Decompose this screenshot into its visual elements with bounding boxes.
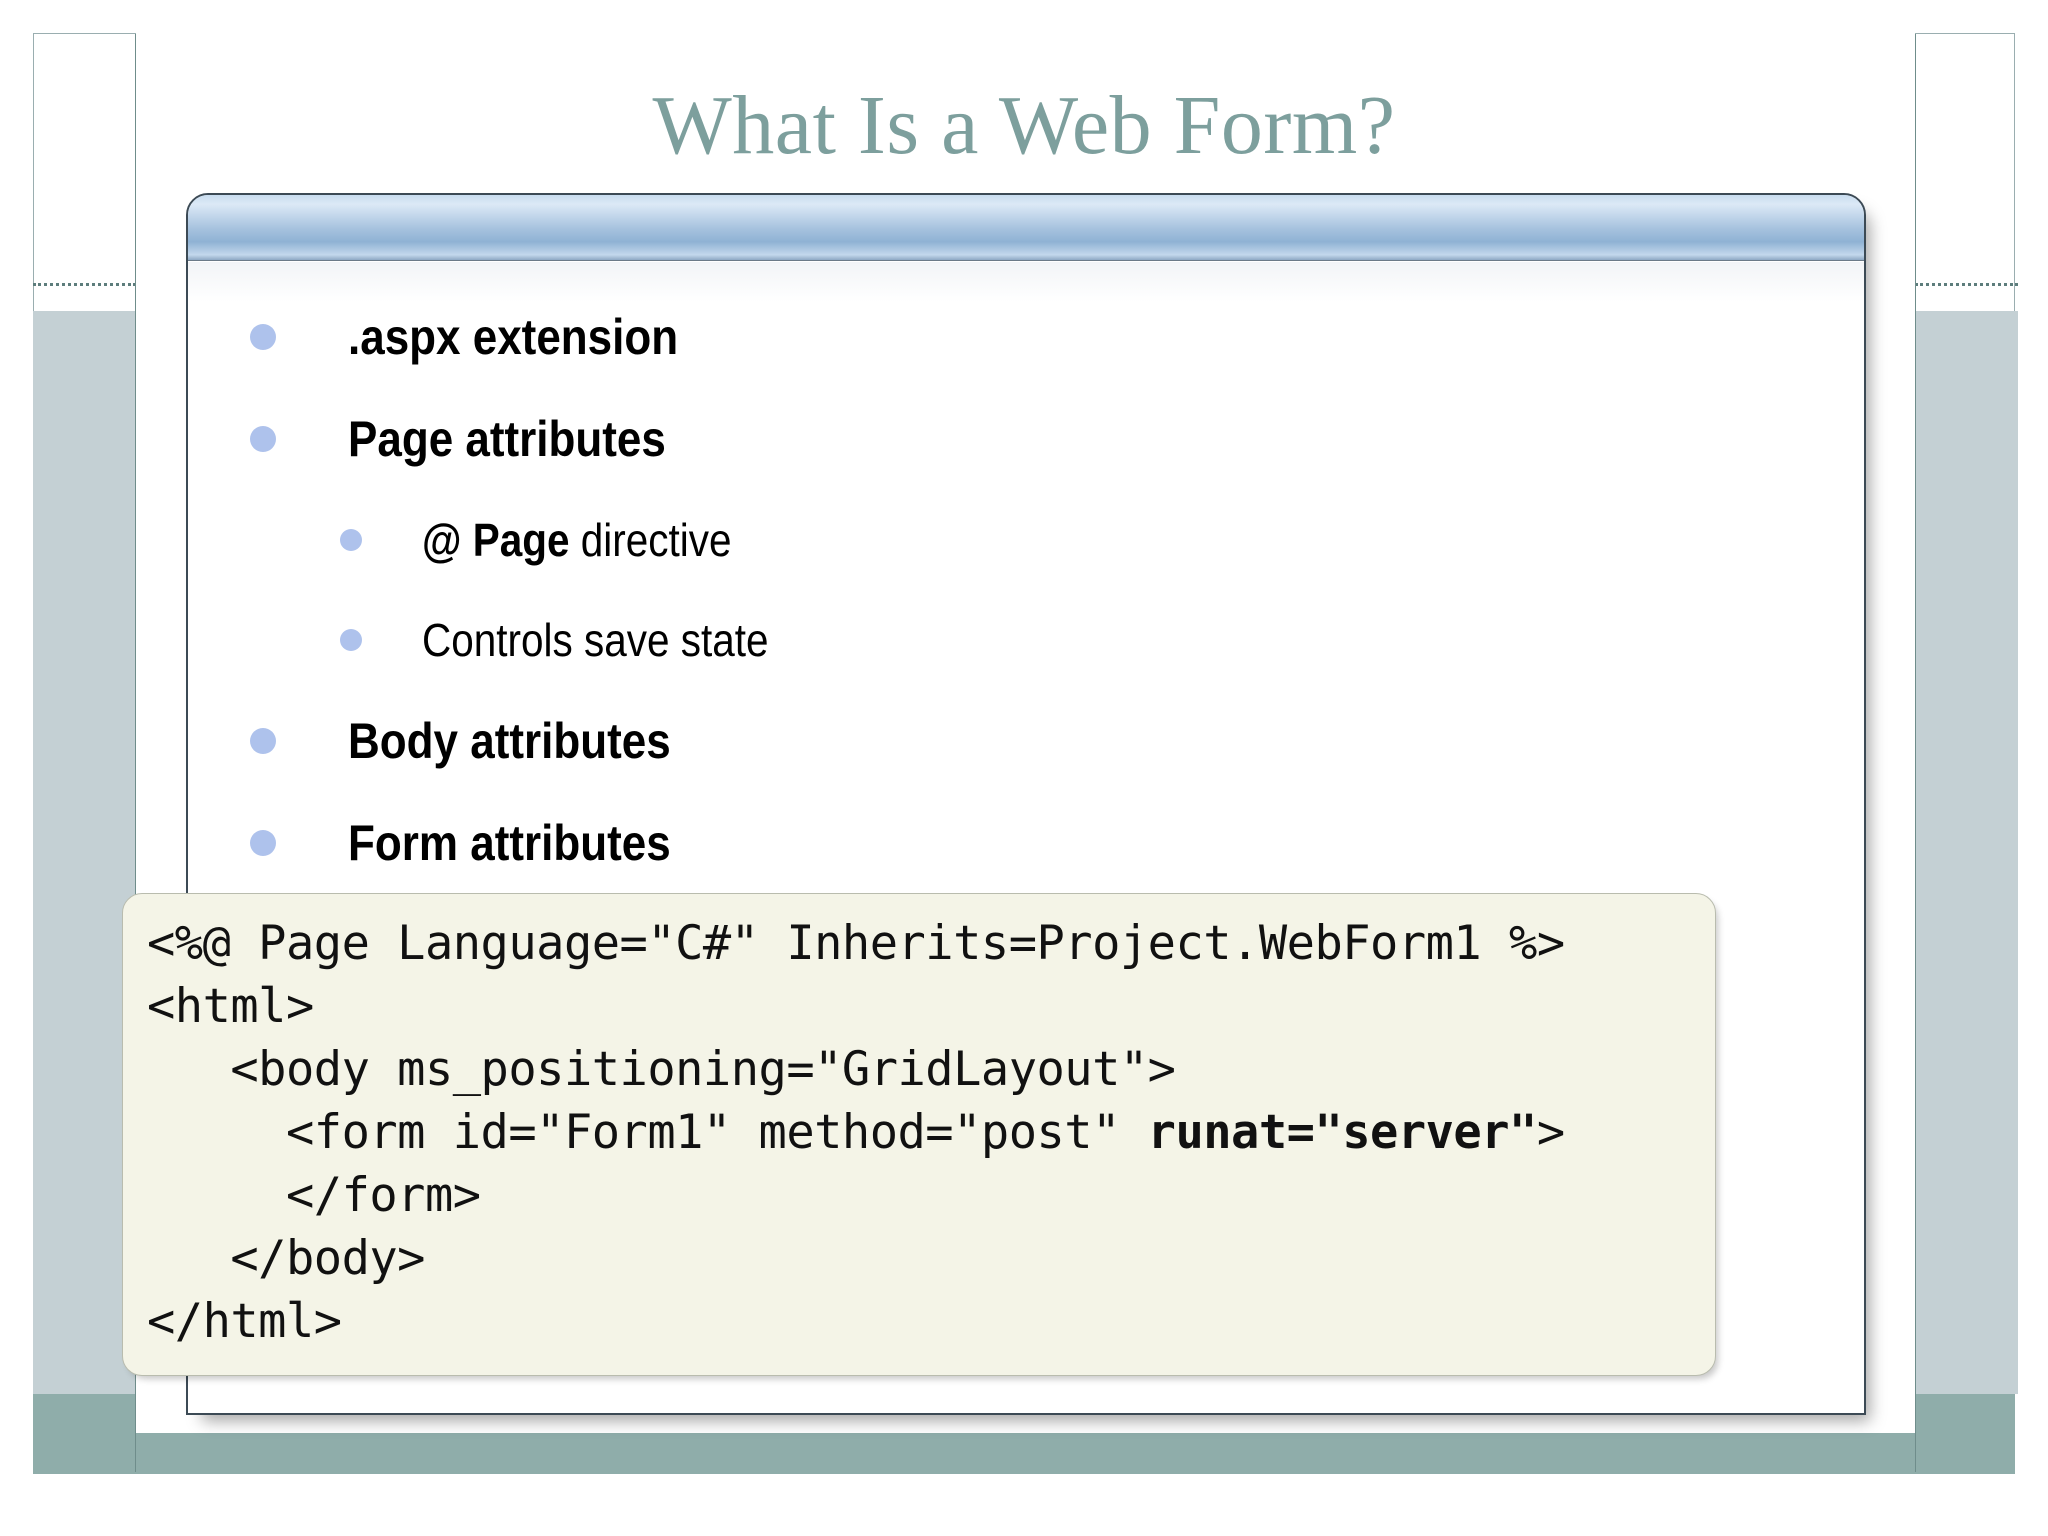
bullet-label: Body attributes xyxy=(348,713,671,769)
left-vertical-rule xyxy=(135,34,136,1472)
bullet-label: Form attributes xyxy=(348,815,671,871)
bullet-label: Page attributes xyxy=(348,411,666,467)
list-item: Body attributes xyxy=(188,690,1864,792)
code-snippet: <%@ Page Language="C#" Inherits=Project.… xyxy=(122,893,1716,1376)
window-titlebar[interactable] xyxy=(188,195,1864,261)
left-decor-block xyxy=(33,311,136,1394)
bullet-dot-icon xyxy=(250,324,276,350)
bullet-list: .aspx extension Page attributes @ Page d… xyxy=(188,286,1864,894)
right-dotted-rule xyxy=(1915,283,2018,286)
right-decor-block xyxy=(1915,311,2018,1394)
bullet-dot-icon xyxy=(250,426,276,452)
list-item: Controls save state xyxy=(188,590,1864,690)
right-vertical-rule xyxy=(1915,34,1916,1472)
bullet-dot-icon xyxy=(250,728,276,754)
bullet-dot-icon xyxy=(250,830,276,856)
bullet-dot-icon xyxy=(340,529,362,551)
list-item: Page attributes xyxy=(188,388,1864,490)
list-item: @ Page directive xyxy=(188,490,1864,590)
bullet-label: @ Page directive xyxy=(422,514,732,566)
bullet-label: .aspx extension xyxy=(348,309,679,365)
left-dotted-rule xyxy=(33,283,136,286)
bullet-dot-icon xyxy=(340,629,362,651)
page-title: What Is a Web Form? xyxy=(652,79,1396,172)
list-item: .aspx extension xyxy=(188,286,1864,388)
list-item: Form attributes xyxy=(188,792,1864,894)
bullet-label: Controls save state xyxy=(422,614,769,666)
